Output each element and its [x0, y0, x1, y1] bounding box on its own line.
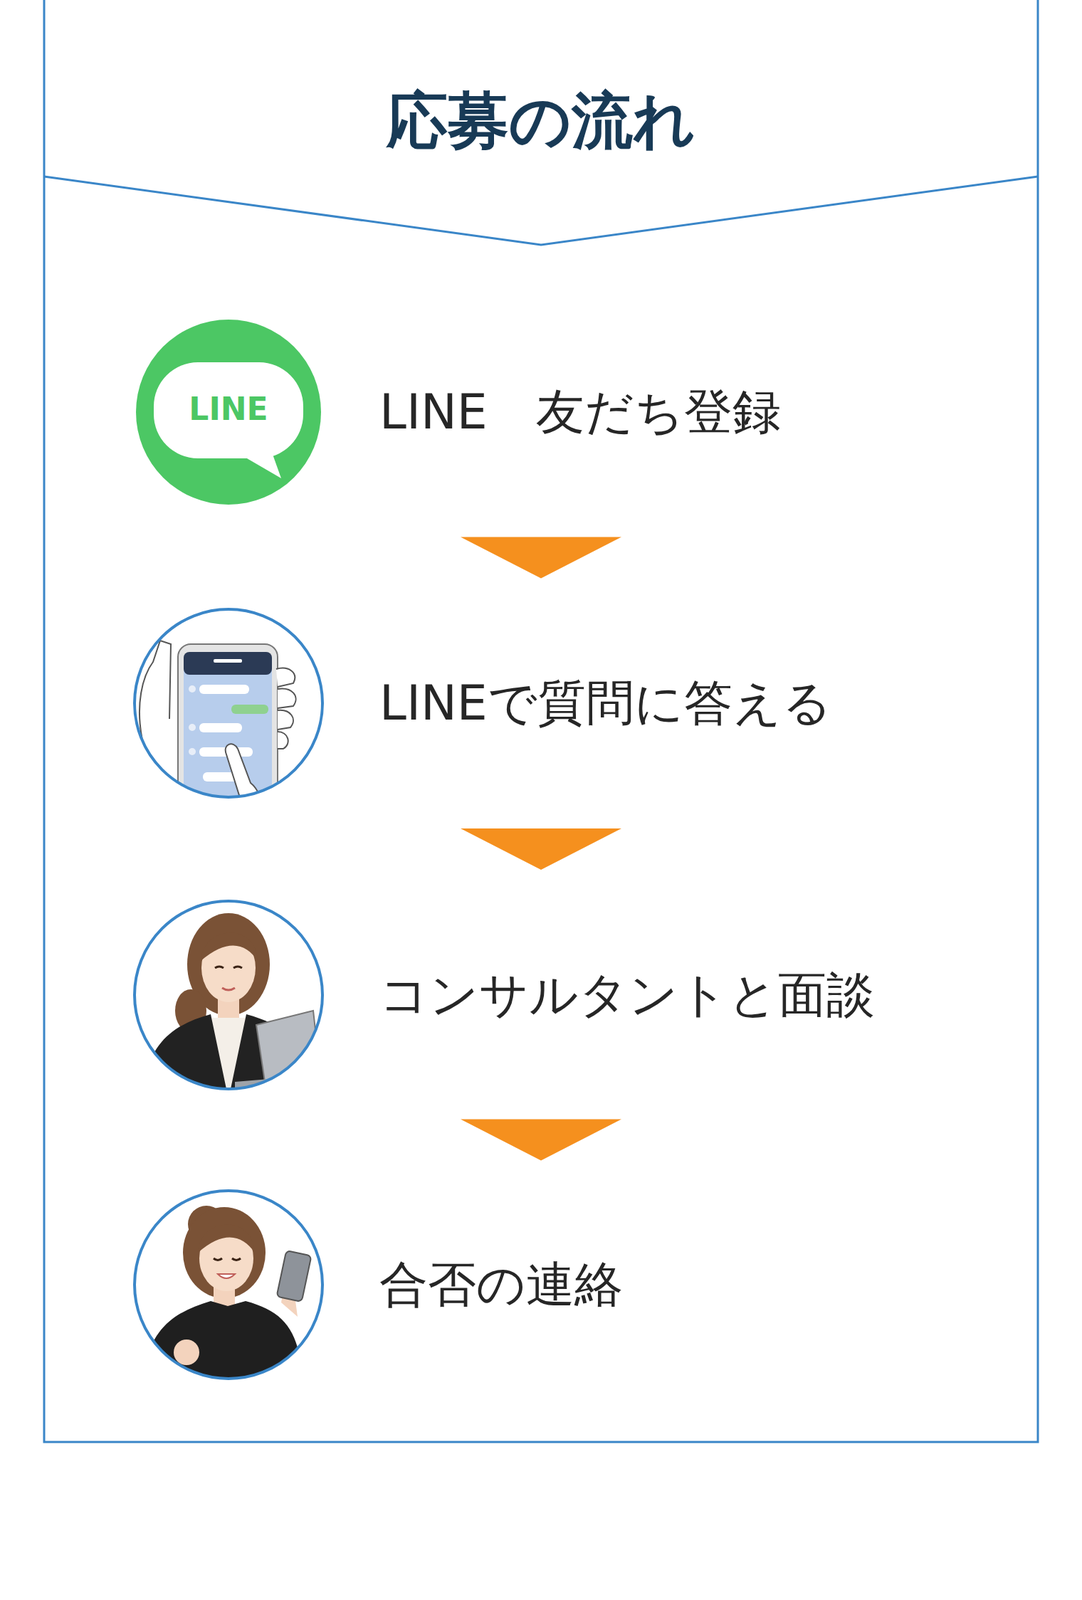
flow-arrow: [460, 828, 622, 870]
illustration-part: [276, 668, 297, 749]
outer-frame: [44, 0, 1038, 1443]
illustration-part: [182, 1207, 266, 1299]
illustration-part: [134, 609, 323, 798]
illustration-part: [213, 659, 243, 663]
step-row: コンサルタントと面談: [106, 899, 1018, 1092]
illustration-part: [200, 933, 258, 961]
line-logo: [135, 319, 322, 505]
step-label: LINEで質問に答える: [379, 674, 833, 733]
illustration-part: [153, 362, 304, 459]
logo-text: LINE: [188, 393, 268, 425]
illustration-part: [188, 685, 196, 693]
step-row: LINEで質問に答える: [106, 607, 1018, 800]
illustration-part: [134, 901, 323, 1090]
illustration-part: [142, 1301, 307, 1389]
illustration-part: [217, 1274, 235, 1279]
step-label: 合否の連絡: [379, 1255, 623, 1315]
illustration-part: [173, 1339, 200, 1366]
illustration-part: [256, 1010, 321, 1082]
illustration-part: [199, 723, 243, 733]
illustration-part: [276, 1250, 312, 1302]
illustration-part: [214, 966, 243, 969]
illustration-part: [188, 723, 196, 732]
illustration-part: [213, 1258, 241, 1261]
illustration-part: [134, 1190, 323, 1379]
phone-chat-illustration: [134, 609, 323, 819]
result-illustration: [134, 1190, 323, 1389]
step-row: 合否の連絡: [106, 1188, 1018, 1381]
illustration-part: [183, 652, 272, 675]
illustration-part: [183, 652, 272, 811]
flow-arrow: [460, 1119, 622, 1162]
step-row: LINE LINE 友だち登録: [106, 316, 1018, 509]
step-label: LINE 友だち登録: [379, 382, 781, 442]
illustration-part: [134, 901, 323, 1090]
title-chevron: [44, 176, 1038, 245]
illustration-part: [225, 743, 265, 819]
illustration-part: [242, 448, 282, 479]
illustration-part: [222, 988, 235, 991]
illustration-part: [231, 704, 269, 714]
illustration-part: [139, 640, 297, 819]
illustration-part: [197, 1225, 255, 1253]
page-title: 応募の流れ: [0, 83, 1082, 158]
illustration-part: [199, 684, 250, 695]
flow-arrow: [460, 537, 622, 579]
consultant-illustration: [134, 901, 324, 1097]
illustration-part: [188, 748, 196, 756]
illustration-part: [135, 319, 322, 505]
step-label: コンサルタントと面談: [379, 965, 875, 1025]
illustration-part: [139, 640, 171, 741]
